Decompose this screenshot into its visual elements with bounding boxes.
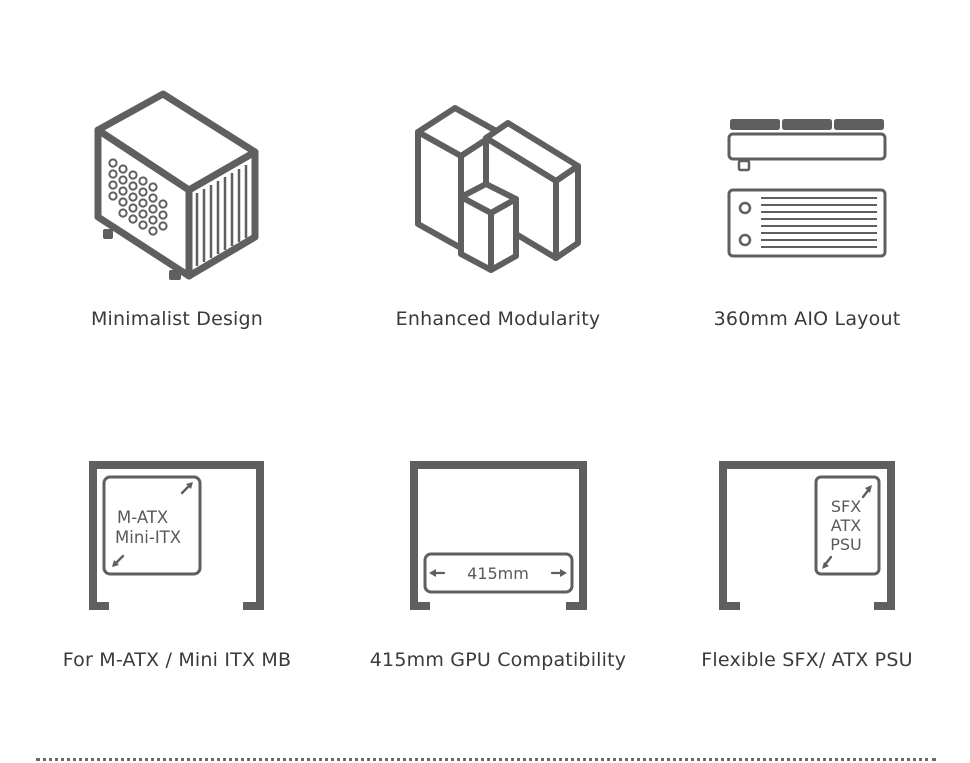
modular-blocks-icon [415, 105, 581, 273]
dotted-divider [36, 758, 936, 761]
minimalist-case-icon [94, 90, 259, 280]
caption-gpu-compatibility: 415mm GPU Compatibility [369, 649, 627, 671]
motherboard-layout-icon: M-ATX Mini-ITX [89, 461, 264, 610]
gpu-length-label: 415mm [467, 564, 529, 583]
caption-aio-layout: 360mm AIO Layout [713, 308, 901, 330]
feature-motherboard-support: M-ATX Mini-ITX For M-ATX / Mini ITX MB [27, 455, 327, 685]
psu-label-sfx: SFX [831, 497, 861, 516]
caption-psu-support: Flexible SFX/ ATX PSU [701, 649, 913, 671]
radiator-icon [727, 119, 887, 258]
feature-minimalist-design: Minimalist Design [27, 80, 327, 340]
feature-aio-layout: 360mm AIO Layout [657, 80, 957, 340]
motherboard-label-miniitx: Mini-ITX [115, 528, 181, 547]
caption-enhanced-modularity: Enhanced Modularity [395, 308, 601, 330]
feature-psu-support: SFX ATX PSU Flexible SFX/ ATX PSU [657, 455, 957, 685]
motherboard-label-matx: M-ATX [117, 508, 168, 527]
psu-label-psu: PSU [830, 535, 862, 554]
caption-minimalist-design: Minimalist Design [90, 308, 264, 330]
feature-gpu-compatibility: 415mm 415mm GPU Compatibility [348, 455, 648, 685]
feature-enhanced-modularity: Enhanced Modularity [348, 80, 648, 340]
gpu-length-icon: 415mm [410, 461, 587, 610]
psu-label-atx: ATX [831, 516, 861, 535]
psu-layout-icon: SFX ATX PSU [719, 461, 895, 610]
caption-motherboard-support: For M-ATX / Mini ITX MB [62, 649, 292, 671]
